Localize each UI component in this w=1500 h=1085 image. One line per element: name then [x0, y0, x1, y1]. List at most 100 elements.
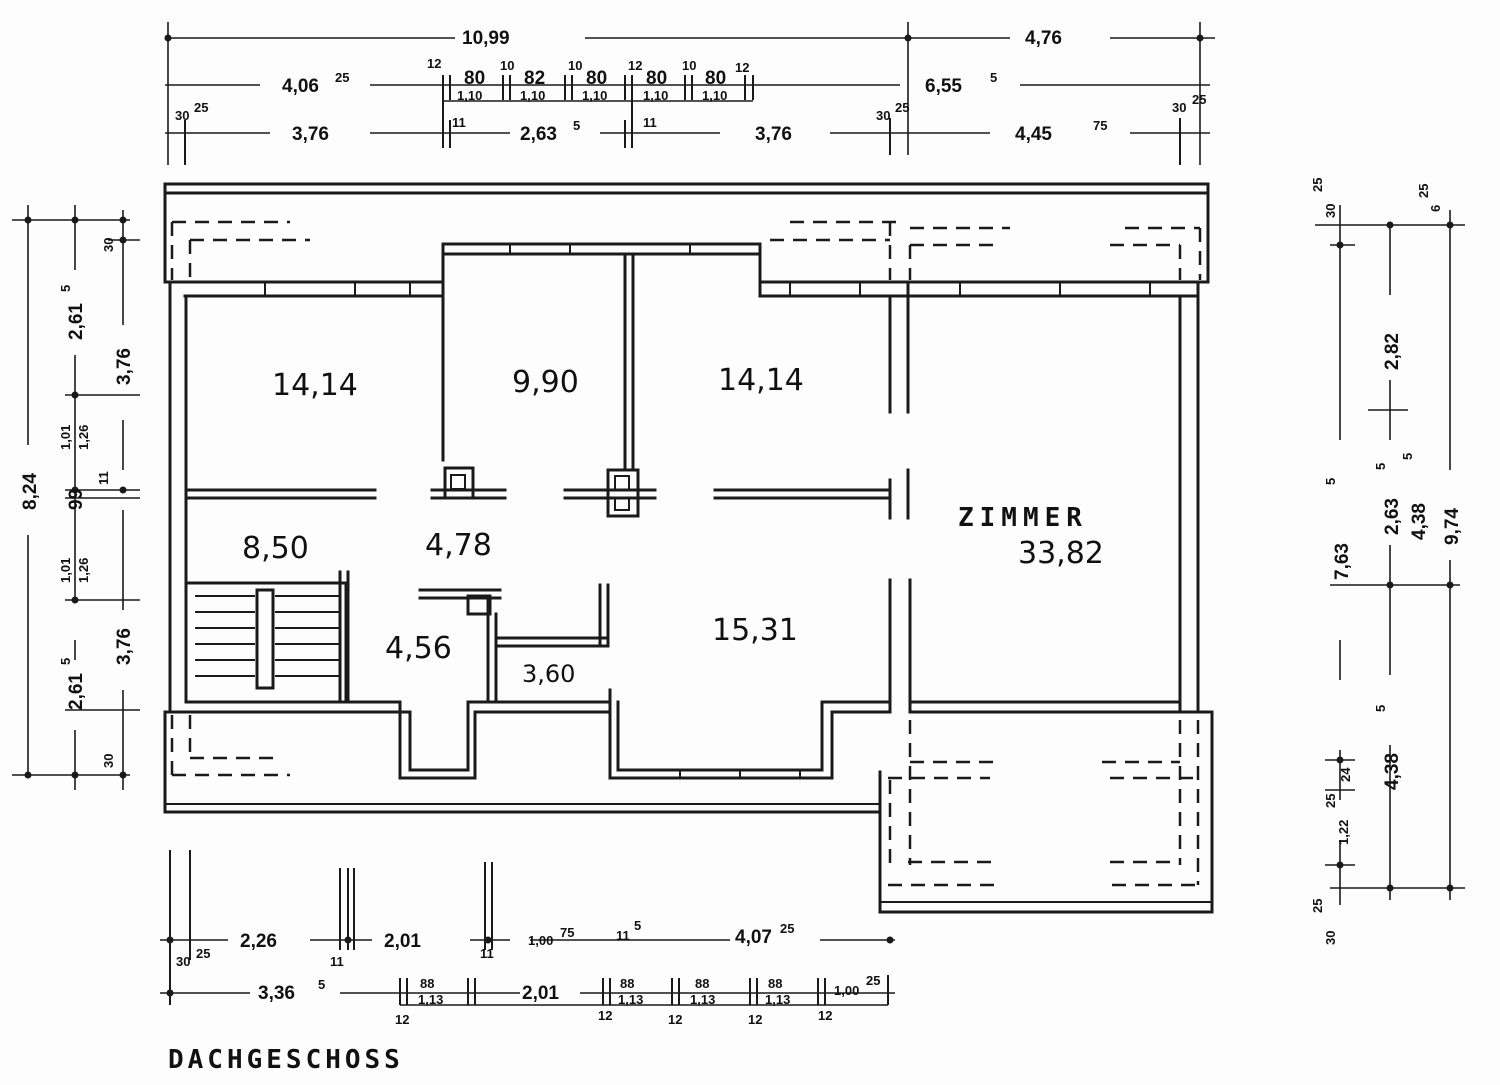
dim-top-wall-right-sup: 25 — [1192, 92, 1206, 107]
dim-bottom-row2-a-sup: 5 — [318, 977, 325, 992]
dim-bottom-row2-12d: 12 — [748, 1012, 762, 1027]
dim-top-pier-mid-a: 10 — [500, 58, 514, 73]
dim-top-wall-mid: 30 — [876, 108, 890, 123]
dim-left-door-b2: 1,26 — [76, 558, 91, 583]
dim-bottom-opening-3: 1,13 — [690, 992, 715, 1007]
dim-bottom-window-4: 88 — [768, 976, 782, 991]
dim-right-seg-263-sup: 5 — [1373, 463, 1388, 470]
dim-top-total-right: 4,76 — [1025, 28, 1062, 49]
dim-bottom-row1-d-sup: 5 — [634, 918, 641, 933]
dim-right-top-wall: 30 — [1323, 204, 1338, 218]
dim-window-width-1: 80 — [464, 68, 485, 89]
dim-bottom-row2-12e: 12 — [818, 1008, 832, 1023]
dim-top-row3-right: 3,76 — [755, 124, 792, 145]
dim-right-seg-122-sup: 25 — [1323, 794, 1338, 808]
dim-window-width-2: 82 — [524, 68, 545, 89]
dim-right-seg-438b: 4,38 — [1382, 753, 1403, 790]
dim-window-opening-5: 1,10 — [702, 88, 727, 103]
dim-top-seg-a-sup: 25 — [335, 70, 349, 85]
dim-window-width-4: 80 — [646, 68, 667, 89]
dim-top-wall-11b: 11 — [643, 115, 657, 130]
dim-right-total: 9,74 — [1442, 508, 1463, 545]
dim-top-row3-far: 4,45 — [1015, 124, 1052, 145]
room-bath-area: 3,60 — [522, 660, 575, 688]
dim-left-total: 8,24 — [20, 473, 41, 510]
dim-top-pier-mid-c: 12 — [628, 58, 642, 73]
dim-left-top-wall: 30 — [101, 238, 116, 252]
dim-bottom-row2-12b: 12 — [598, 1008, 612, 1023]
dim-left-bottom-seg: 2,61 — [66, 673, 87, 710]
room-north-mid-area: 9,90 — [512, 365, 579, 400]
dim-right-seg-282: 2,82 — [1382, 333, 1403, 370]
dim-bottom-row1-d: 11 — [616, 928, 630, 943]
dim-left-door-a2: 1,26 — [76, 425, 91, 450]
dim-bottom-window-1: 88 — [420, 976, 434, 991]
dim-bottom-row2-b: 2,01 — [522, 983, 559, 1004]
room-south-area: 15,31 — [712, 613, 798, 648]
dim-top-wall-left-sup: 25 — [194, 100, 208, 115]
dim-bottom-row1-c-sup: 75 — [560, 925, 574, 940]
dim-top-row3-far-sup: 75 — [1093, 118, 1107, 133]
dim-left-lower: 3,76 — [114, 628, 135, 665]
dim-right-top-wall-sup: 25 — [1310, 178, 1325, 192]
dim-top-seg-right-long-sup: 5 — [990, 70, 997, 85]
right-dimension-chains: 30 25 6 25 2,82 7,63 5 2,63 5 4,38 5 9,7… — [1310, 178, 1465, 945]
dim-window-opening-2: 1,10 — [520, 88, 545, 103]
dim-top-wall-left: 30 — [175, 108, 189, 123]
dim-right-top-6-sup: 25 — [1416, 184, 1431, 198]
dim-top-wall-mid-sup: 25 — [895, 100, 909, 115]
dim-bottom-row1-b: 2,01 — [384, 931, 421, 952]
dim-right-seg-438a: 4,38 — [1409, 503, 1430, 540]
dim-left-top-seg: 2,61 — [66, 303, 87, 340]
dim-top-wall-right: 30 — [1172, 100, 1186, 115]
dim-bottom-row1-c: 1,00 — [528, 933, 553, 948]
dim-bottom-row1-wall-sup: 25 — [196, 946, 210, 961]
dim-left-bottom-wall: 30 — [101, 754, 116, 768]
dim-bottom-window-2: 88 — [620, 976, 634, 991]
dim-left-top-seg-sup: 5 — [58, 285, 73, 292]
dim-bottom-opening-4: 1,13 — [765, 992, 790, 1007]
room-hall-area: 4,78 — [425, 528, 492, 563]
dim-bottom-row1-e: 4,07 — [735, 927, 772, 948]
dashed-roof-lines — [170, 220, 1202, 887]
dim-top-pier-mid-b: 10 — [568, 58, 582, 73]
dim-top-pier-mid-d: 10 — [682, 58, 696, 73]
dim-bottom-row1-a: 2,26 — [240, 931, 277, 952]
zimmer-area: 33,82 — [1018, 536, 1104, 571]
dim-top-seg-right-long: 6,55 — [925, 76, 962, 97]
dim-bottom-opening-1: 1,13 — [418, 992, 443, 1007]
dim-top-row3-left: 3,76 — [292, 124, 329, 145]
dim-right-seg-763: 7,63 — [1332, 543, 1353, 580]
bottom-dimension-chains: 2,26 2,01 1,00 75 11 5 4,07 25 30 25 11 … — [160, 850, 895, 1027]
dim-top-total-left: 10,99 — [462, 28, 510, 49]
dim-right-seg-24: 24 — [1338, 767, 1353, 782]
dim-bottom-opening-2: 1,13 — [618, 992, 643, 1007]
dim-window-opening-1: 1,10 — [457, 88, 482, 103]
top-dimension-chains: 10,99 4,76 4,06 25 6,55 5 12 12 10 10 12… — [164, 22, 1215, 165]
dim-bottom-window-3: 88 — [695, 976, 709, 991]
dim-bottom-row1-wall: 30 — [176, 954, 190, 969]
building-outline — [163, 182, 1214, 914]
room-nw-area: 14,14 — [272, 368, 358, 403]
dim-right-seg-763-sup: 5 — [1323, 478, 1338, 485]
dim-bottom-row1-115b: 11 — [480, 946, 494, 961]
dim-top-row3-mid: 2,63 — [520, 124, 557, 145]
room-small-area: 4,56 — [385, 631, 452, 666]
dim-left-upper: 3,76 — [114, 348, 135, 385]
room-stair-area: 8,50 — [242, 531, 309, 566]
dim-bottom-row2-end-sup: 25 — [866, 973, 880, 988]
dim-top-wall-11a: 11 — [452, 115, 466, 130]
dim-right-bottom-wall: 30 — [1323, 931, 1338, 945]
dim-window-width-5: 80 — [705, 68, 726, 89]
dim-bottom-row1-e-sup: 25 — [780, 921, 794, 936]
dim-top-row3-mid-sup: 5 — [573, 118, 580, 133]
left-dimension-chains: 8,24 30 2,61 5 3,76 1,01 1,26 99 11 1,01… — [12, 205, 140, 790]
dim-left-door-a: 1,01 — [58, 425, 73, 450]
dim-right-seg-438b-sup: 5 — [1373, 705, 1388, 712]
zimmer-label: ZIMMER — [958, 503, 1088, 533]
dim-bottom-row2-end: 1,00 — [834, 983, 859, 998]
dim-window-opening-4: 1,10 — [643, 88, 668, 103]
plan-title: DACHGESCHOSS — [168, 1045, 404, 1075]
